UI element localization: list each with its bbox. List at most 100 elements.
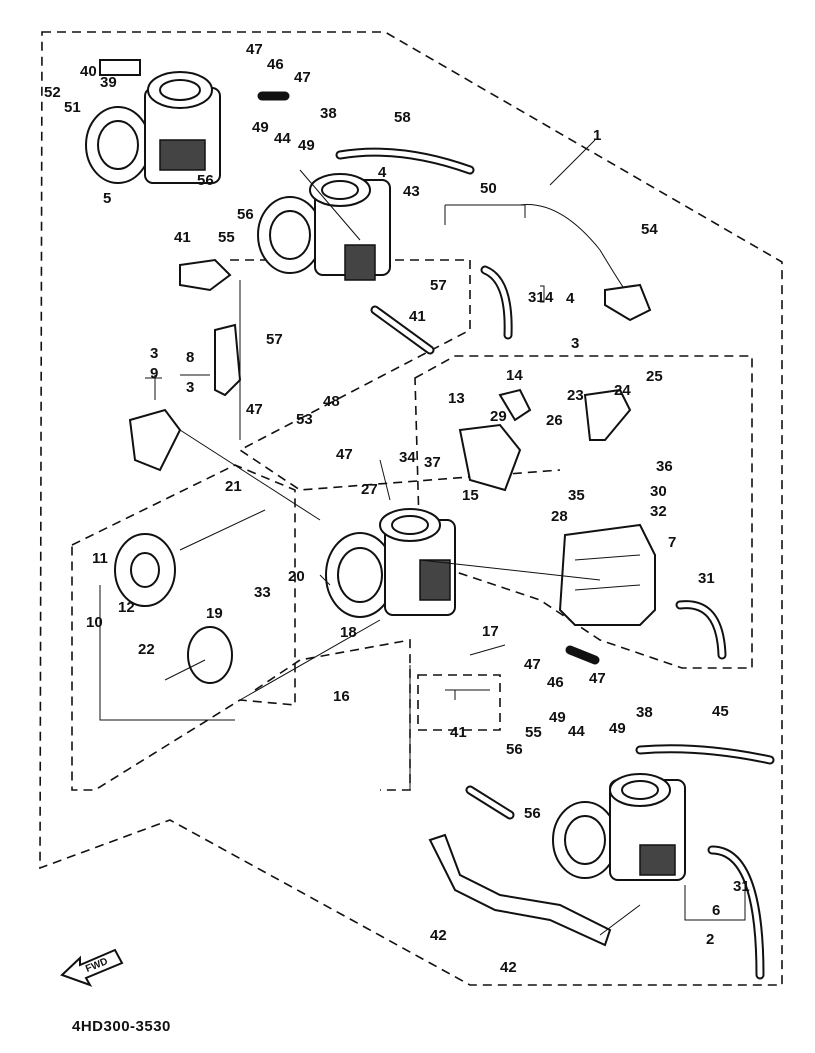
callout: 47 [246,41,263,58]
callout: 56 [506,741,523,758]
carburetor-center [325,508,456,618]
callout: 20 [288,568,305,585]
callout: 10 [86,614,103,631]
callout: 22 [138,641,155,658]
callout: 30 [650,483,667,500]
carburetor-lower-right [552,773,686,881]
callout: 17 [482,623,499,640]
callout: 11 [92,550,108,567]
callout: 8 [186,349,194,366]
callout: 40 [80,63,97,80]
callout: 38 [320,105,337,122]
callout: 2 [706,931,714,948]
callout: 48 [323,393,340,410]
callout: 35 [568,487,585,504]
callout: 23 [567,387,584,404]
callout: 49 [549,709,566,726]
callout: 56 [237,206,254,223]
callout: 47 [524,656,541,673]
bracket-labels: 31 4 [540,285,554,306]
callout: 16 [333,688,350,705]
callout: 27 [361,481,378,498]
carburetor-upper-left [85,59,221,184]
callout: 4 [566,290,575,307]
float-chamber [558,523,656,626]
callout: 3 [186,379,194,396]
diaphragm-group-boundary [71,464,296,791]
callout: 25 [646,368,663,385]
callout: 6 [712,902,720,919]
callout: 53 [296,411,313,428]
callout: 54 [641,221,658,238]
callout: 44 [274,130,291,147]
lower-group-boundary [254,639,411,791]
callout: 42 [430,927,447,944]
assembly-boundary [39,31,783,986]
callout: 42 [500,959,517,976]
carburetor-upper-middle [257,173,391,281]
callout: 24 [614,382,631,399]
callout: 47 [589,670,606,687]
callout: 43 [403,183,420,200]
callout: 39 [100,74,117,91]
callout: 58 [394,109,411,126]
callout: 56 [524,805,541,822]
callout: 13 [448,390,465,407]
callout: 46 [267,56,284,73]
callout: 55 [218,229,235,246]
callouts: 1 2 3 3 3 4 4 5 6 7 8 9 10 11 12 13 14 1… [44,41,750,976]
callout: 51 [64,99,81,116]
callout: 1 [593,127,601,144]
callout: 31 [528,289,545,306]
group-3-boundary [414,355,753,669]
vacuum-chamber-cover [114,509,266,684]
callout: 18 [340,624,357,641]
callout: 12 [118,599,135,616]
callout: 46 [547,674,564,691]
callout: 47 [246,401,263,418]
callout: 47 [336,446,353,463]
callout: 9 [150,365,158,382]
throttle-linkage-parts [128,258,632,492]
rear-bank-boundary [230,259,561,491]
callout: 56 [197,172,214,189]
callout: 49 [609,720,626,737]
mounting-bracket [428,833,612,947]
callout: 44 [568,723,585,740]
leader-lines [99,139,746,936]
callout: 26 [546,412,563,429]
callout: 28 [551,508,568,525]
callout: 55 [525,724,542,741]
callout: 5 [103,190,111,207]
jet-group-boundary [417,674,501,731]
diagram-code: 4HD300-3530 [72,1018,171,1035]
callout: 41 [174,229,191,246]
callout: 34 [399,449,416,466]
callout: 50 [480,180,497,197]
callout: 47 [294,69,311,86]
bracket-callout-4: 4 [545,289,554,306]
callout: 41 [450,724,467,741]
callout: 15 [462,487,479,504]
callout: 49 [298,137,315,154]
callout: 33 [254,584,271,601]
fwd-arrow-icon: FWD [60,948,124,987]
callout: 4 [378,164,387,181]
callout: 32 [650,503,667,520]
callout: 45 [712,703,729,720]
callout: 31 [698,570,715,587]
callout: 29 [490,408,507,425]
callout: 3 [150,345,158,362]
callout: 21 [225,478,242,495]
callout: 3 [571,335,579,352]
callout: 19 [206,605,223,622]
callout: 38 [636,704,653,721]
hoses [257,91,775,980]
callout: 41 [409,308,426,325]
callout: 57 [266,331,283,348]
callout: 52 [44,84,61,101]
callout: 36 [656,458,673,475]
callout: 14 [506,367,523,384]
callout: 49 [252,119,269,136]
